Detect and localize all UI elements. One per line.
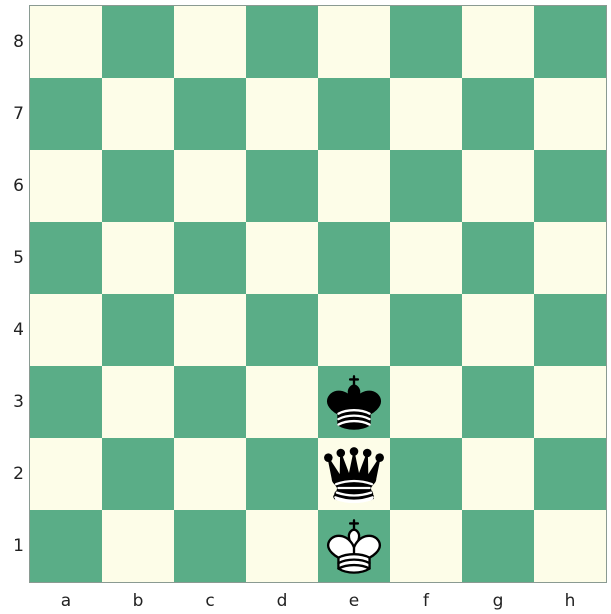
black-queen-icon[interactable] (318, 438, 390, 510)
square-c1[interactable] (174, 510, 246, 582)
square-e8[interactable] (318, 6, 390, 78)
square-c7[interactable] (174, 78, 246, 150)
square-g2[interactable] (462, 438, 534, 510)
square-e1[interactable] (318, 510, 390, 582)
square-f2[interactable] (390, 438, 462, 510)
square-d3[interactable] (246, 366, 318, 438)
file-label-h: h (534, 592, 606, 610)
square-c2[interactable] (174, 438, 246, 510)
file-label-c: c (174, 592, 246, 610)
rank-label-7: 7 (0, 105, 24, 123)
file-label-g: g (462, 592, 534, 610)
square-e2[interactable] (318, 438, 390, 510)
square-c3[interactable] (174, 366, 246, 438)
file-label-e: e (318, 592, 390, 610)
square-d1[interactable] (246, 510, 318, 582)
square-h3[interactable] (534, 366, 606, 438)
square-b3[interactable] (102, 366, 174, 438)
square-h4[interactable] (534, 294, 606, 366)
white-king-icon[interactable] (318, 510, 390, 582)
square-a7[interactable] (30, 78, 102, 150)
square-f6[interactable] (390, 150, 462, 222)
file-label-d: d (246, 592, 318, 610)
rank-label-1: 1 (0, 537, 24, 555)
square-f5[interactable] (390, 222, 462, 294)
square-b7[interactable] (102, 78, 174, 150)
file-label-f: f (390, 592, 462, 610)
square-c5[interactable] (174, 222, 246, 294)
square-f8[interactable] (390, 6, 462, 78)
square-b2[interactable] (102, 438, 174, 510)
square-h8[interactable] (534, 6, 606, 78)
black-king-icon[interactable] (318, 366, 390, 438)
square-d2[interactable] (246, 438, 318, 510)
file-label-b: b (102, 592, 174, 610)
square-f4[interactable] (390, 294, 462, 366)
rank-label-3: 3 (0, 393, 24, 411)
square-b4[interactable] (102, 294, 174, 366)
chess-board (30, 6, 606, 582)
square-g3[interactable] (462, 366, 534, 438)
rank-label-4: 4 (0, 321, 24, 339)
square-h6[interactable] (534, 150, 606, 222)
rank-label-5: 5 (0, 249, 24, 267)
file-label-a: a (30, 592, 102, 610)
square-c8[interactable] (174, 6, 246, 78)
square-h7[interactable] (534, 78, 606, 150)
square-e4[interactable] (318, 294, 390, 366)
square-d6[interactable] (246, 150, 318, 222)
square-a3[interactable] (30, 366, 102, 438)
rank-label-8: 8 (0, 33, 24, 51)
square-f3[interactable] (390, 366, 462, 438)
square-g1[interactable] (462, 510, 534, 582)
square-h5[interactable] (534, 222, 606, 294)
square-e3[interactable] (318, 366, 390, 438)
square-b8[interactable] (102, 6, 174, 78)
square-a6[interactable] (30, 150, 102, 222)
square-g5[interactable] (462, 222, 534, 294)
square-g8[interactable] (462, 6, 534, 78)
square-g4[interactable] (462, 294, 534, 366)
square-a8[interactable] (30, 6, 102, 78)
square-c4[interactable] (174, 294, 246, 366)
square-a2[interactable] (30, 438, 102, 510)
square-f7[interactable] (390, 78, 462, 150)
square-e5[interactable] (318, 222, 390, 294)
square-d7[interactable] (246, 78, 318, 150)
square-d4[interactable] (246, 294, 318, 366)
square-g6[interactable] (462, 150, 534, 222)
square-b5[interactable] (102, 222, 174, 294)
square-a1[interactable] (30, 510, 102, 582)
square-h2[interactable] (534, 438, 606, 510)
square-a4[interactable] (30, 294, 102, 366)
rank-label-6: 6 (0, 177, 24, 195)
square-b1[interactable] (102, 510, 174, 582)
square-d5[interactable] (246, 222, 318, 294)
square-c6[interactable] (174, 150, 246, 222)
square-e6[interactable] (318, 150, 390, 222)
square-g7[interactable] (462, 78, 534, 150)
square-h1[interactable] (534, 510, 606, 582)
square-a5[interactable] (30, 222, 102, 294)
square-b6[interactable] (102, 150, 174, 222)
square-e7[interactable] (318, 78, 390, 150)
square-d8[interactable] (246, 6, 318, 78)
rank-label-2: 2 (0, 465, 24, 483)
square-f1[interactable] (390, 510, 462, 582)
